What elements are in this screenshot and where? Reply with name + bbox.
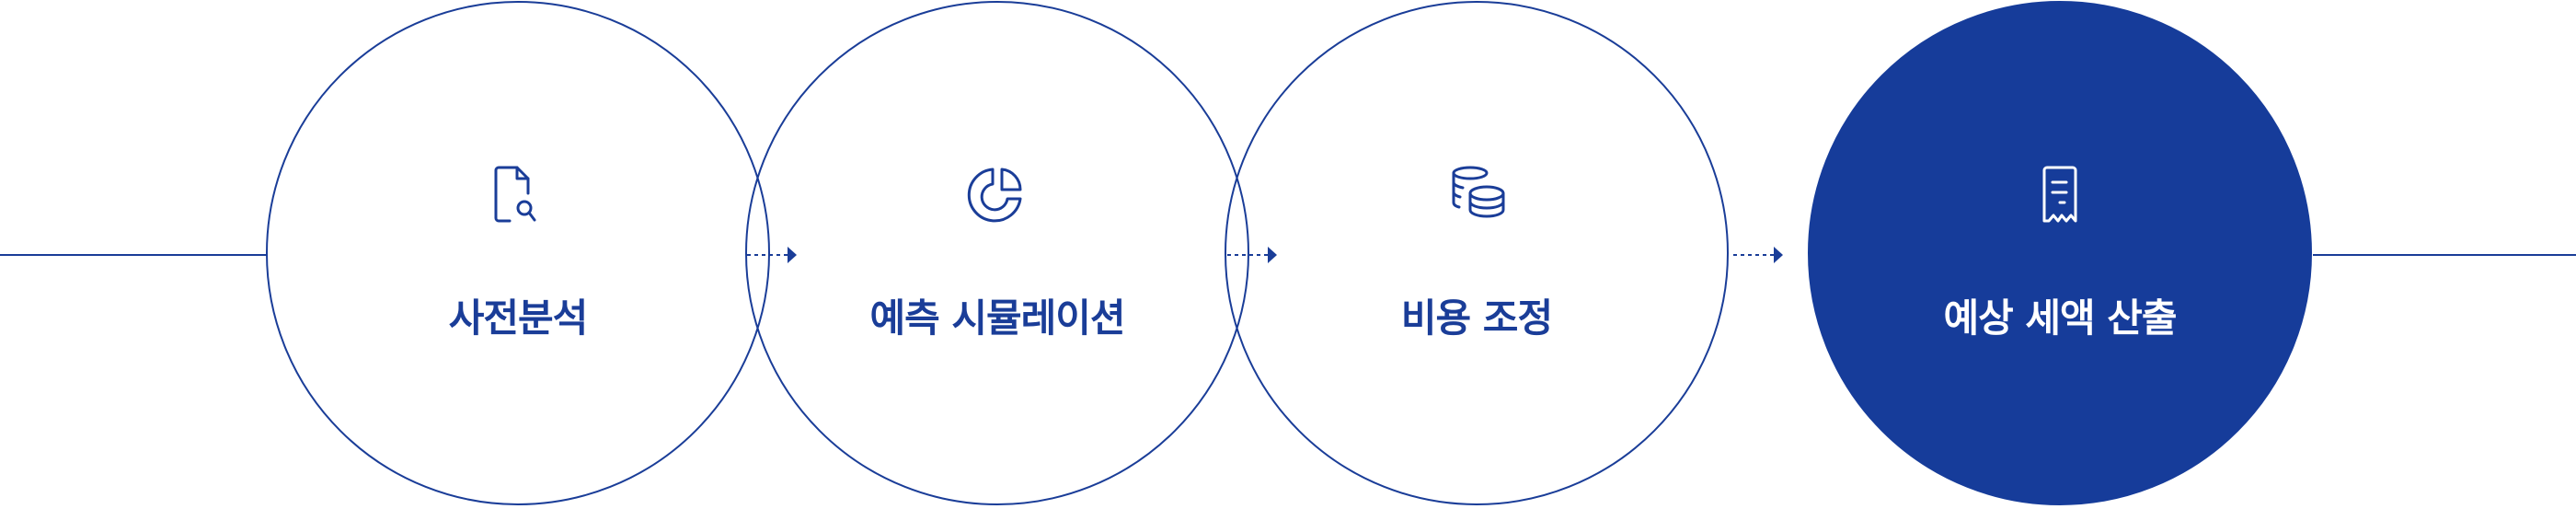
step-label: 비용 조정 xyxy=(1400,295,1553,341)
connector-line-right xyxy=(2313,254,2576,256)
step-pre-analysis: 사전분석 xyxy=(266,0,770,509)
arrow-icon xyxy=(1733,247,1783,263)
receipt-icon xyxy=(2042,166,2077,223)
step-label: 예상 세액 산출 xyxy=(1943,295,2177,341)
pie-chart-icon xyxy=(967,168,1022,223)
connector-line-left xyxy=(0,254,267,256)
document-search-icon xyxy=(494,166,536,223)
coins-icon xyxy=(1452,166,1505,218)
step-forecast-simulation: 예측 시뮬레이션 xyxy=(745,0,1249,509)
arrow-icon xyxy=(747,247,797,263)
step-circle-4 xyxy=(1808,1,2312,505)
step-estimated-tax: 예상 세액 산출 xyxy=(1808,0,2312,509)
step-label: 사전분석 xyxy=(448,295,589,341)
arrow-icon xyxy=(1227,247,1277,263)
step-circle-3 xyxy=(1225,1,1729,505)
step-label: 예측 시뮬레이션 xyxy=(869,295,1125,341)
step-cost-adjustment: 비용 조정 xyxy=(1225,0,1729,509)
